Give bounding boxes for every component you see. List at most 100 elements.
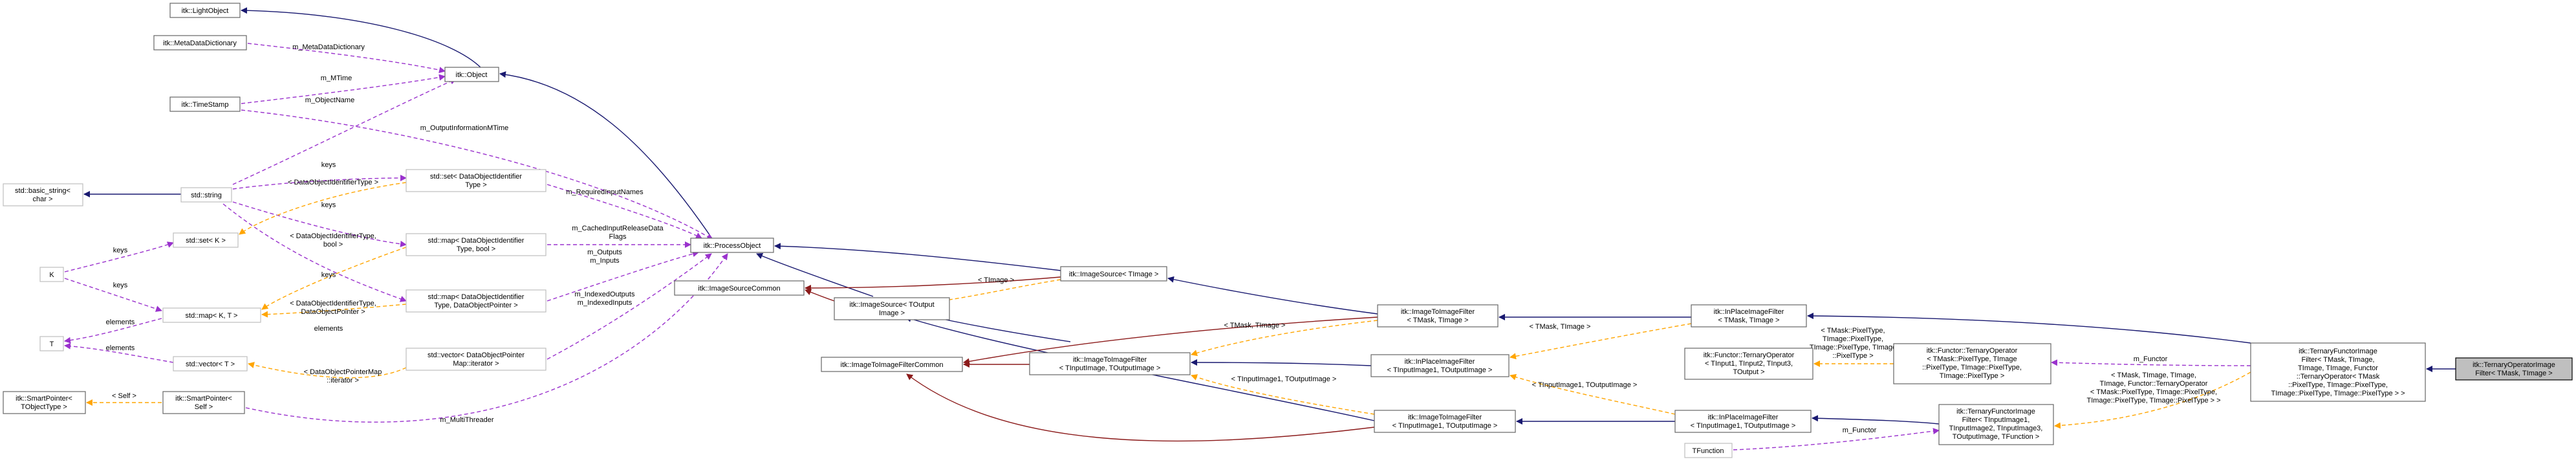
svg-text:itk::Functor::TernaryOperator<: itk::Functor::TernaryOperator< TMask::Pi…: [1922, 347, 2022, 380]
text-line: itk::LightObject: [182, 7, 229, 15]
text-line: < TInputImage1, TOutputImage >: [1691, 422, 1796, 430]
text-line: keys: [321, 161, 336, 169]
node-itk-inplaceimagefilter-tmask-timage[interactable]: itk::InPlaceImageFilter< TMask, TImage >: [1691, 304, 1807, 327]
text-line: elements: [314, 325, 343, 333]
text-line: itk::SmartPointer<: [175, 395, 232, 403]
node-itk-imagetoimagefilter-tmask-timage[interactable]: itk::ImageToImageFilter< TMask, TImage >: [1377, 304, 1499, 327]
label-elements-vectort: elements: [106, 344, 135, 352]
edge-string-set-dataobjectid: [232, 175, 407, 190]
text-line: ::PixelType, TImage::PixelType,: [1922, 364, 2022, 372]
node-std-string[interactable]: std::string: [180, 187, 232, 203]
node-itk-inplaceimagefilter-tinputimage1-a[interactable]: itk::InPlaceImageFilter< TInputImage1, T…: [1370, 354, 1510, 377]
edge-timestamp-processobject: [241, 109, 713, 240]
label-self-tpl: < Self >: [112, 392, 136, 400]
text-line: m_RequiredInputNames: [566, 188, 644, 196]
text-line: < TMask, TImage >: [1718, 316, 1780, 324]
label-mapbool-tpl: < DataObjectIdentifierType,bool >: [290, 232, 376, 249]
svg-text:itk::InPlaceImageFilter< TInpu: itk::InPlaceImageFilter< TInputImage1, T…: [1387, 358, 1493, 374]
text-line: itk::ImageToImageFilter: [1401, 308, 1475, 316]
text-line: m_CachedInputReleaseData: [572, 225, 664, 232]
text-line: itk::InPlaceImageFilter: [1714, 308, 1784, 316]
text-line: itk::ImageSource< TImage >: [1069, 271, 1159, 278]
node-std-set-k[interactable]: std::set< K >: [173, 232, 239, 248]
text-line: < TMask, TImage >: [1224, 322, 1286, 329]
node-itk-timestamp[interactable]: itk::TimeStamp: [169, 96, 241, 112]
label-elements-smartptr: elements: [314, 325, 343, 333]
text-line: ::PixelType, TImage::PixelType,: [2288, 381, 2388, 389]
text-line: itk::TimeStamp: [182, 101, 229, 109]
node-itk-metadatadictionary[interactable]: itk::MetaDataDictionary: [153, 35, 247, 50]
node-itk-functor-ternaryoperator[interactable]: itk::Functor::TernaryOperator< TInput1, …: [1684, 348, 1813, 380]
edge-map-ptr-processobject: [547, 250, 699, 302]
text-line: TOutputImage, TFunction >: [1953, 433, 2039, 441]
text-line: std::vector< DataObjectPointer: [428, 351, 525, 359]
text-line: itk::TernaryOperatorImage: [2473, 361, 2555, 369]
node-std-map-kt[interactable]: std::map< K, T >: [162, 307, 261, 323]
svg-text:itk::Object: itk::Object: [456, 71, 488, 79]
edge-tfunction-ternaryfiltergeneric: [1733, 428, 1940, 450]
edge-imagesourcetimage-processobject: [774, 243, 1061, 271]
text-line: < DataObjectIdentifierType >: [288, 179, 378, 186]
node-itk-smartpointer-self[interactable]: itk::SmartPointer<Self >: [162, 391, 245, 414]
node-itk-imagetoimagefiltercommon[interactable]: itk::ImageToImageFilterCommon: [821, 357, 963, 372]
node-itk-smartpointer-tobjecttype[interactable]: itk::SmartPointer<TObjectType >: [3, 391, 86, 414]
text-line: keys: [321, 271, 336, 279]
text-line: itk::SmartPointer<: [16, 395, 72, 403]
text-line: elements: [106, 344, 135, 352]
text-line: TImage, Functor::TernaryOperator: [2100, 380, 2208, 388]
svg-text:T: T: [50, 340, 54, 348]
node-itk-processobject[interactable]: itk::ProcessObject: [690, 238, 774, 253]
svg-text:std::set< DataObjectIdentifier: std::set< DataObjectIdentifierType >: [430, 173, 522, 189]
text-line: < TMask::PixelType,: [1821, 327, 1885, 335]
svg-text:std::map< DataObjectIdentifier: std::map< DataObjectIdentifierType, Data…: [428, 293, 525, 309]
node-itk-imagetoimagefilter-tinputimage-toutputimage[interactable]: itk::ImageToImageFilter< TInputImage, TO…: [1029, 352, 1191, 375]
node-itk-functor-ternaryoperator-tmask[interactable]: itk::Functor::TernaryOperator< TMask::Pi…: [1893, 343, 2051, 384]
svg-text:std::set< K >: std::set< K >: [186, 237, 226, 245]
text-line: itk::ImageToImageFilter: [1408, 414, 1482, 421]
text-line: itk::InPlaceImageFilter: [1708, 414, 1779, 421]
text-line: TImage::PixelType >: [1940, 372, 2005, 380]
node-itk-lightobject[interactable]: itk::LightObject: [169, 3, 241, 18]
edge-set-dataobjectid-processobject: [547, 184, 702, 239]
node-itk-imagetoimagefilter-tinputimage1[interactable]: itk::ImageToImageFilter< TInputImage1, T…: [1374, 410, 1516, 433]
label-functor-op-tpl: < TMask::PixelType,TImage::PixelType,TIm…: [1810, 327, 1896, 360]
svg-text:itk::ImageSource< TImage >: itk::ImageSource< TImage >: [1069, 271, 1159, 278]
edge-timestamp-object: [241, 74, 446, 104]
text-line: m_IndexedOutputs: [575, 291, 635, 298]
node-tfunction[interactable]: TFunction: [1684, 443, 1733, 458]
text-line: < TInputImage1, TOutputImage >: [1392, 422, 1498, 430]
edge-vector-ptr-vectort: [248, 362, 407, 379]
text-line: < TInputImage1, TOutputImage >: [1387, 366, 1493, 374]
label-tin1-tout-2: < TInputImage1, TOutputImage >: [1532, 381, 1638, 389]
node-itk-imagesourcecommon[interactable]: itk::ImageSourceCommon: [674, 280, 805, 296]
text-line: TOutput >: [1733, 368, 1764, 376]
text-line: Filter< TMask, TImage >: [2475, 370, 2552, 377]
text-line: m_ObjectName: [305, 96, 354, 104]
text-line: std::map< DataObjectIdentifier: [428, 237, 525, 245]
text-line: ::TernaryOperator< TMask: [2297, 373, 2380, 381]
node-std-basic-string[interactable]: std::basic_string<char >: [3, 183, 83, 206]
node-k[interactable]: K: [39, 267, 64, 282]
text-line: m_MTime: [321, 74, 352, 82]
edge-imagesourcetoutput-processobject: [756, 252, 874, 297]
node-itk-object[interactable]: itk::Object: [444, 67, 499, 82]
svg-text:itk::SmartPointer<TObjectType: itk::SmartPointer<TObjectType >: [16, 395, 72, 411]
node-itk-imagesource-timage[interactable]: itk::ImageSource< TImage >: [1060, 266, 1167, 282]
text-line: TInputImage2, TInputImage3,: [1949, 425, 2043, 432]
text-line: < TImage >: [978, 276, 1014, 284]
edge-object-lightobject: [241, 7, 482, 69]
text-line: elements: [106, 318, 135, 326]
node-itk-inplaceimagefilter-tinputimage1-b[interactable]: itk::InPlaceImageFilter< TInputImage1, T…: [1674, 410, 1812, 433]
text-line: keys: [321, 201, 336, 209]
node-std-vector-t[interactable]: std::vector< T >: [173, 356, 248, 372]
node-t[interactable]: T: [39, 336, 64, 351]
